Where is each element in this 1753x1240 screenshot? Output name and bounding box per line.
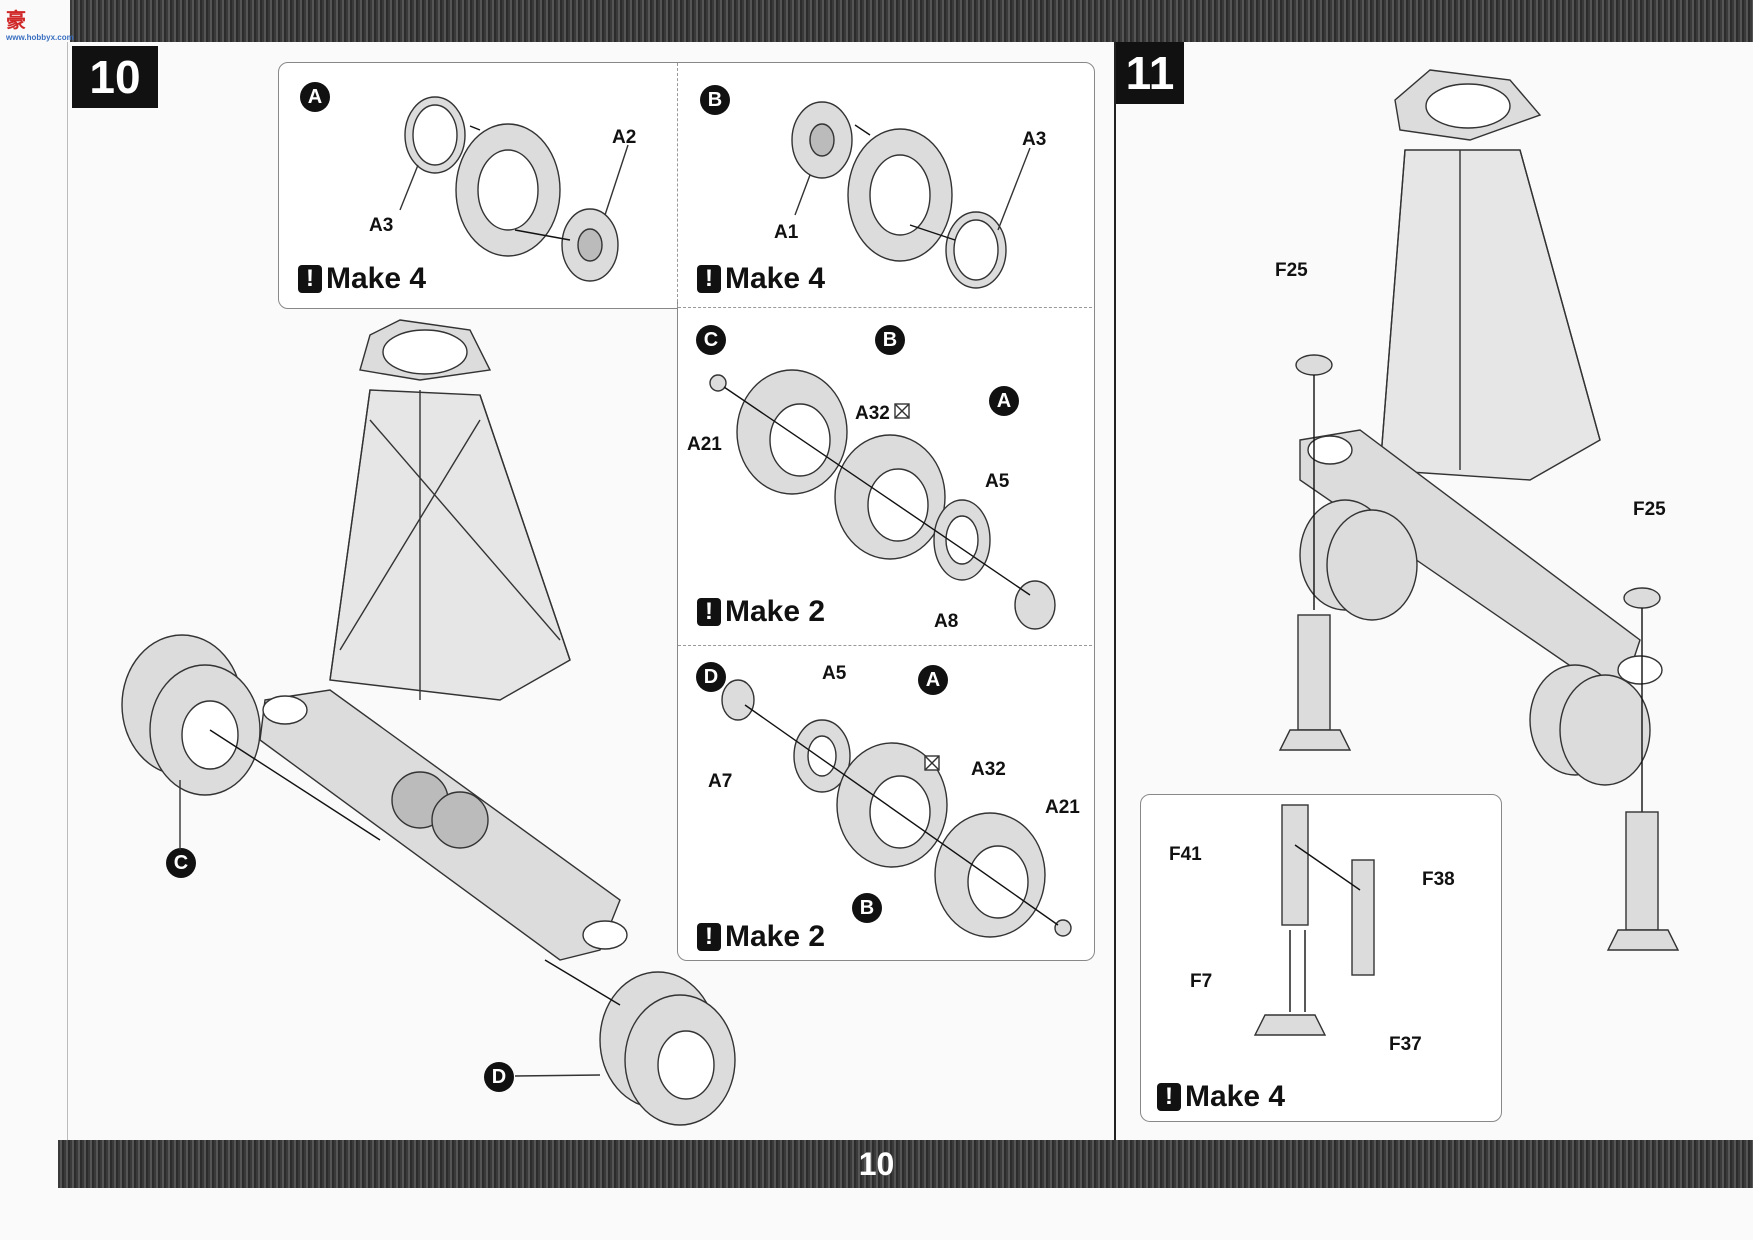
wheel-set-c bbox=[121, 634, 381, 850]
warning-icon: ! bbox=[697, 598, 721, 626]
inset-illustration bbox=[1253, 804, 1375, 1036]
part-label-a21-d: A21 bbox=[1045, 797, 1080, 818]
make-count-inset-text: Make 4 bbox=[1185, 1080, 1286, 1113]
crane-tower-step10 bbox=[259, 319, 628, 961]
part-label-a1: A1 bbox=[774, 222, 799, 243]
part-label-f37: F37 bbox=[1389, 1034, 1422, 1055]
leg-left bbox=[1297, 614, 1331, 731]
badge-b: B bbox=[700, 85, 730, 115]
site-logo: 豪 www.hobbyx.com bbox=[6, 4, 74, 42]
foot-right bbox=[1606, 929, 1680, 951]
part-label-f25-left: F25 bbox=[1275, 260, 1308, 281]
make-count-d-text: Make 2 bbox=[725, 920, 826, 953]
cap-a21 bbox=[709, 374, 727, 392]
callout-d: D bbox=[484, 1062, 514, 1092]
binding-edge bbox=[67, 42, 68, 1140]
part-label-a3: A3 bbox=[369, 215, 394, 236]
part-label-a3-b: A3 bbox=[1022, 129, 1047, 150]
part-label-a32-d: A32 bbox=[971, 759, 1006, 780]
cap-a21-d bbox=[1054, 919, 1072, 937]
part-label-a5-d: A5 bbox=[822, 663, 847, 684]
brake-a7 bbox=[721, 679, 755, 721]
sub-d-illustration bbox=[721, 403, 1072, 938]
foot-left bbox=[1278, 729, 1352, 751]
step-divider bbox=[1114, 42, 1116, 1140]
logo-subtext: www.hobbyx.com bbox=[6, 33, 74, 42]
make-count-c-text: Make 2 bbox=[725, 595, 826, 628]
outrigger-inset-panel bbox=[1140, 794, 1502, 1122]
pad-f25-right bbox=[1623, 587, 1661, 609]
panel-divider-cd bbox=[678, 645, 1092, 646]
panel-divider-ab bbox=[677, 63, 678, 307]
warning-icon: ! bbox=[1157, 1083, 1181, 1111]
sub-c-illustration bbox=[709, 369, 1056, 630]
warning-icon: ! bbox=[697, 923, 721, 951]
crane-tower-step11 bbox=[1299, 69, 1663, 786]
make-count-b: !Make 4 bbox=[697, 262, 825, 296]
badge-d-b: B bbox=[852, 893, 882, 923]
leg-f41 bbox=[1281, 804, 1309, 926]
sleeve-f38 bbox=[1351, 859, 1375, 976]
part-label-f41: F41 bbox=[1169, 844, 1202, 865]
badge-a: A bbox=[300, 82, 330, 112]
make-count-inset: !Make 4 bbox=[1157, 1080, 1285, 1114]
page-number: 10 bbox=[858, 1146, 895, 1182]
part-label-a5: A5 bbox=[985, 471, 1010, 492]
pad-f25-left bbox=[1295, 354, 1333, 376]
make-count-a-text: Make 4 bbox=[326, 262, 427, 295]
badge-c: C bbox=[696, 325, 726, 355]
step-11-number: 11 bbox=[1116, 42, 1184, 104]
part-label-a2: A2 bbox=[612, 127, 637, 148]
make-count-b-text: Make 4 bbox=[725, 262, 826, 295]
part-label-f25-right: F25 bbox=[1633, 499, 1666, 520]
warning-icon: ! bbox=[697, 265, 721, 293]
make-count-d: !Make 2 bbox=[697, 920, 825, 954]
bottom-band bbox=[58, 1140, 1753, 1188]
warning-icon: ! bbox=[298, 265, 322, 293]
step-10-number: 10 bbox=[72, 46, 158, 108]
badge-c-b: B bbox=[875, 325, 905, 355]
part-label-f7: F7 bbox=[1190, 971, 1213, 992]
wheel-set-d bbox=[514, 959, 736, 1126]
panel-divider-bc bbox=[678, 307, 1092, 308]
badge-d: D bbox=[696, 662, 726, 692]
make-count-c: !Make 2 bbox=[697, 595, 825, 629]
part-label-a7: A7 bbox=[708, 771, 733, 792]
leg-right bbox=[1625, 811, 1659, 931]
part-label-a32: A32 bbox=[855, 403, 890, 424]
part-label-f38: F38 bbox=[1422, 869, 1455, 890]
top-band bbox=[70, 0, 1753, 42]
foot-f37 bbox=[1253, 1014, 1327, 1036]
part-label-a8: A8 bbox=[934, 611, 959, 632]
badge-c-a: A bbox=[989, 386, 1019, 416]
logo-text: 豪 bbox=[6, 10, 27, 32]
make-count-a: !Make 4 bbox=[298, 262, 426, 296]
callout-c: C bbox=[166, 848, 196, 878]
part-label-a21: A21 bbox=[687, 434, 722, 455]
badge-d-a: A bbox=[918, 665, 948, 695]
brake-a8 bbox=[1014, 580, 1056, 630]
outrigger-legs bbox=[1278, 354, 1680, 951]
sub-a-illustration bbox=[399, 96, 629, 282]
sub-b-illustration bbox=[791, 101, 1031, 289]
